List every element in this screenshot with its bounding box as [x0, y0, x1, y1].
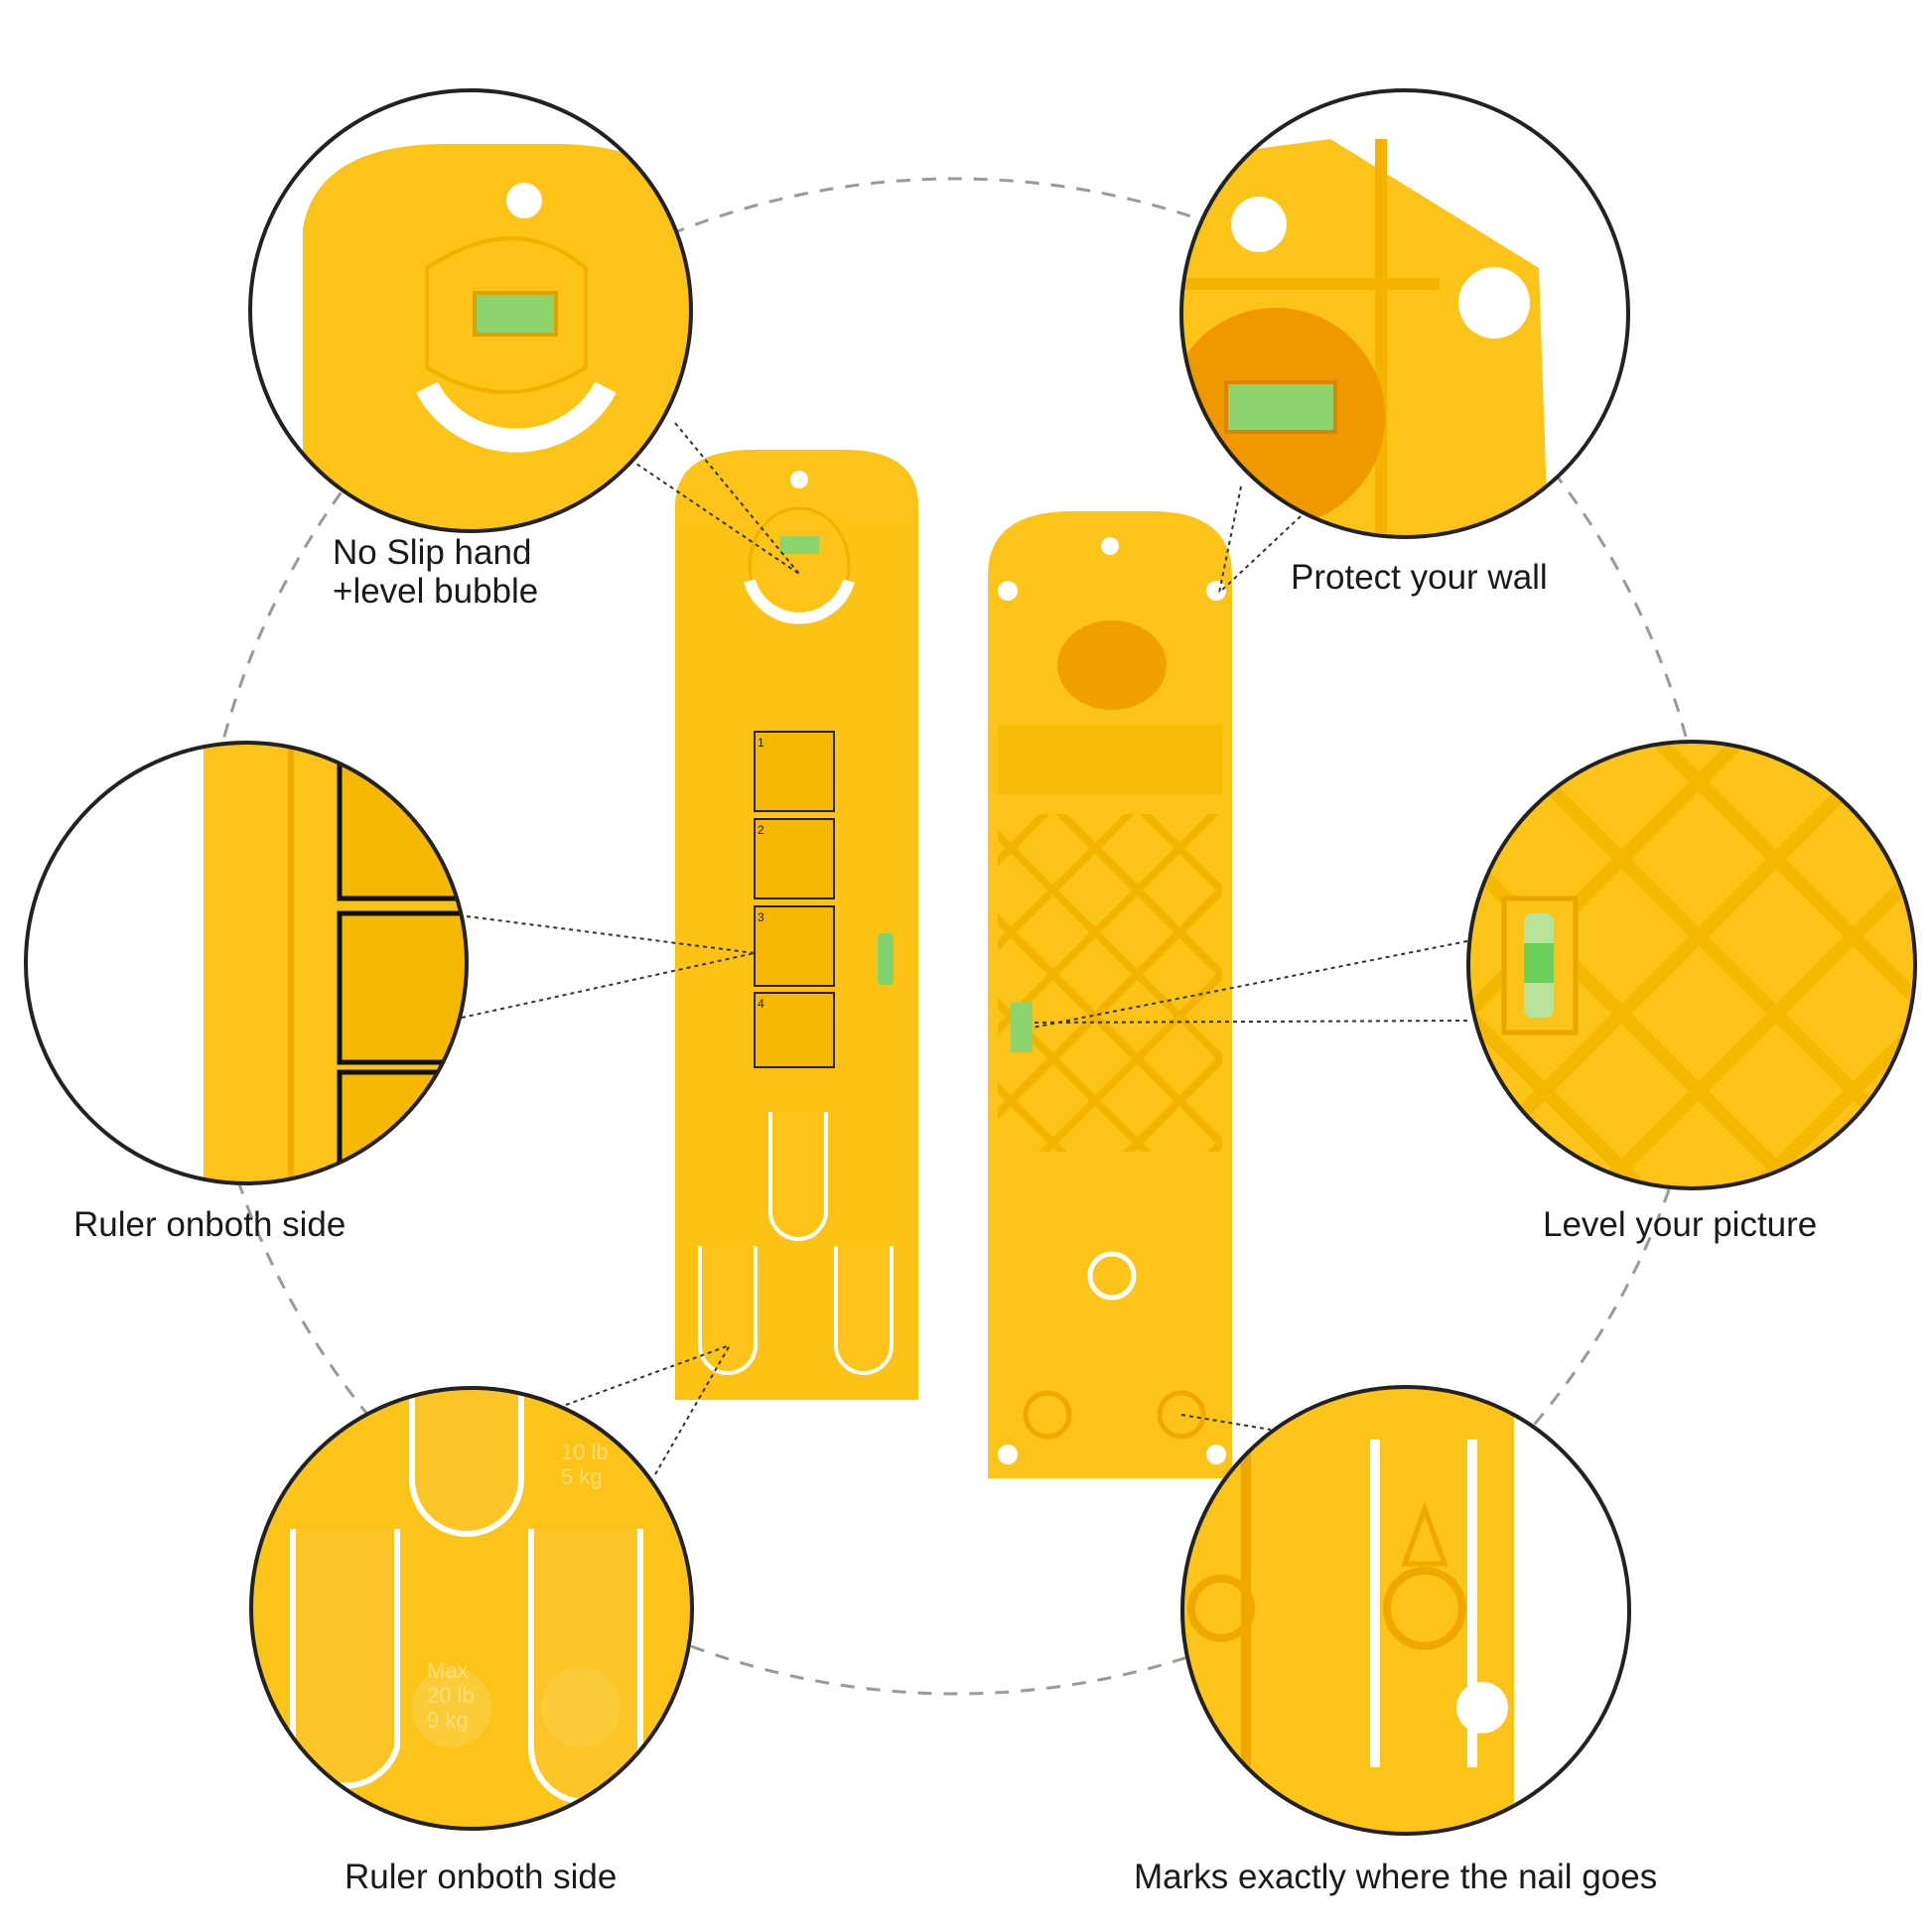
embossed-max-lb: 20 lb	[427, 1683, 475, 1708]
step-1: 1	[758, 736, 764, 750]
hook-slots	[698, 1112, 894, 1375]
side-level-bubble	[878, 933, 894, 985]
callout-nail-marks: Marks exactly where the nail goes	[1134, 1858, 1657, 1896]
callout-protect-wall: Protect your wall	[1291, 558, 1548, 597]
embossed-top-load-kg: 5 kg	[561, 1464, 603, 1489]
zoom-circle-grid-level	[1468, 742, 1915, 1188]
step-4: 4	[758, 997, 764, 1011]
embossed-max: Max	[427, 1658, 469, 1683]
callout-no-slip-line1: No Slip hand	[333, 533, 531, 572]
tool-back	[988, 511, 1232, 1478]
zoom-circle-wall-protector	[1181, 90, 1628, 537]
step-3: 3	[758, 910, 764, 924]
zoom-circle-hand-level	[250, 90, 691, 531]
instruction-panel: 1 2 3 4	[754, 731, 835, 1068]
level-bubble-top	[779, 536, 819, 554]
callout-no-slip-line2: +level bubble	[333, 572, 538, 611]
leader-lines	[461, 422, 1468, 1475]
embossed-max-kg: 9 kg	[427, 1708, 469, 1732]
level-bubble-back	[1011, 1003, 1033, 1052]
wall-protector-pad	[998, 581, 1018, 601]
callout-ruler-side-bottom: Ruler onboth side	[345, 1858, 617, 1896]
zoom-circle-nail-mark	[1182, 1387, 1629, 1834]
embossed-top-load-lb: 10 lb	[561, 1440, 609, 1464]
callout-ruler-side-left: Ruler onboth side	[73, 1205, 345, 1244]
hang-hole	[790, 471, 808, 488]
step-2: 2	[758, 823, 764, 837]
zoom-circle-instructions	[26, 743, 467, 1183]
zoom-circle-hooks: 10 lb 5 kg Max 20 lb 9 kg	[251, 1388, 692, 1829]
callout-level-picture: Level your picture	[1543, 1205, 1817, 1244]
tool-front: 1 2 3 4	[675, 450, 918, 1400]
